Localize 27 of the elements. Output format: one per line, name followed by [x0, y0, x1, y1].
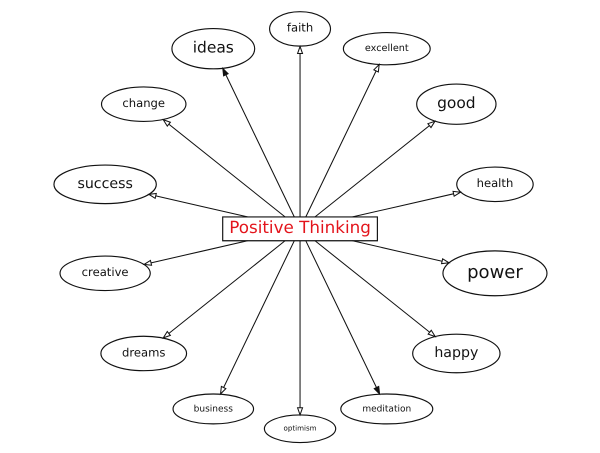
node-ellipse: good [416, 82, 496, 124]
node-ellipse: happy [412, 333, 500, 373]
arrow [304, 62, 380, 216]
arrow [304, 240, 380, 395]
node-ellipse: creative [58, 255, 150, 291]
arrow [142, 240, 248, 266]
node-ellipse: ideas [170, 28, 255, 69]
arrow [222, 66, 294, 216]
node-box: Positive Thinking [222, 216, 378, 241]
arrow [296, 240, 303, 416]
arrow [146, 192, 248, 217]
node-ellipse: faith [268, 10, 331, 46]
arrow [314, 240, 436, 338]
arrow [162, 240, 285, 338]
arrow [352, 190, 462, 217]
node-ellipse: health [456, 166, 534, 202]
node-ellipse: business [172, 392, 254, 424]
node-ellipse: excellent [342, 32, 430, 65]
arrow [219, 240, 294, 395]
node-ellipse: change [100, 86, 186, 122]
arrow [296, 44, 303, 216]
arrow [352, 240, 450, 264]
node-ellipse: power [442, 250, 548, 296]
node-ellipse: meditation [340, 392, 433, 424]
arrow [314, 120, 436, 217]
arrow [162, 118, 285, 217]
node-ellipse: dreams [100, 335, 187, 371]
